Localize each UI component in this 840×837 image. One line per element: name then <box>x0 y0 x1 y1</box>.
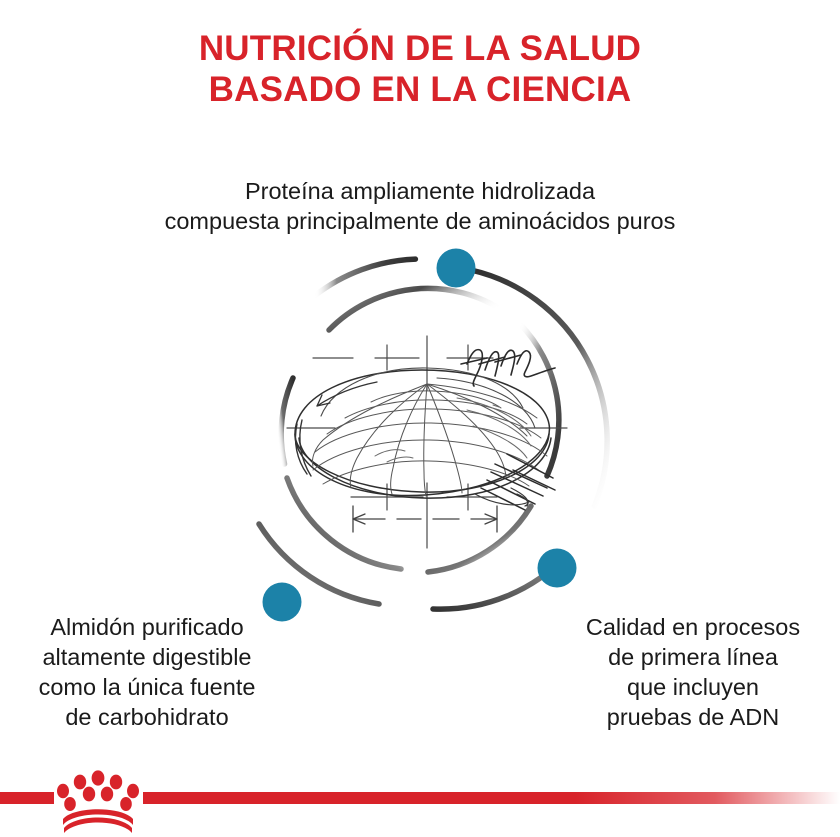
callout-quality-line-4: pruebas de ADN <box>606 704 780 730</box>
callout-starch-line-3: como la única fuente <box>38 674 256 700</box>
kibble-science-diagram <box>175 238 665 638</box>
footer-brand-bar <box>0 769 840 837</box>
callout-quality-line-2: de primera línea <box>608 644 778 670</box>
red-rule-bar-left <box>0 792 54 804</box>
callout-quality-line-1: Calidad en procesos <box>585 614 801 640</box>
marker-dot-bottom-right <box>537 548 577 588</box>
page-title-line-2: BASADO EN LA CIENCIA <box>208 70 632 109</box>
callout-quality-line-3: que incluyen <box>627 674 759 700</box>
page-title-line-1: NUTRICIÓN DE LA SALUD <box>198 29 642 68</box>
inner-gradient-ring-icon <box>278 285 562 575</box>
page-title: NUTRICIÓN DE LA SALUD BASADO EN LA CIENC… <box>0 28 840 110</box>
royal-canin-crown-icon <box>57 770 139 833</box>
callout-protein-line-2: compuesta principalmente de aminoácidos … <box>164 208 676 234</box>
kibble-wireframe-sketch-icon <box>286 335 568 549</box>
callout-starch: Almidón purificado altamente digestible … <box>2 612 292 732</box>
callout-starch-line-4: de carbohidrato <box>65 704 229 730</box>
marker-dot-bottom-left <box>262 582 302 622</box>
red-rule-bar-right <box>143 792 840 804</box>
callout-starch-line-1: Almidón purificado <box>50 614 244 640</box>
callout-protein: Proteína ampliamente hidrolizada compues… <box>0 176 840 236</box>
callout-quality: Calidad en procesos de primera línea que… <box>548 612 838 732</box>
marker-dot-top <box>436 248 476 288</box>
callout-starch-line-2: altamente digestible <box>42 644 252 670</box>
callout-protein-line-1: Proteína ampliamente hidrolizada <box>244 178 596 204</box>
